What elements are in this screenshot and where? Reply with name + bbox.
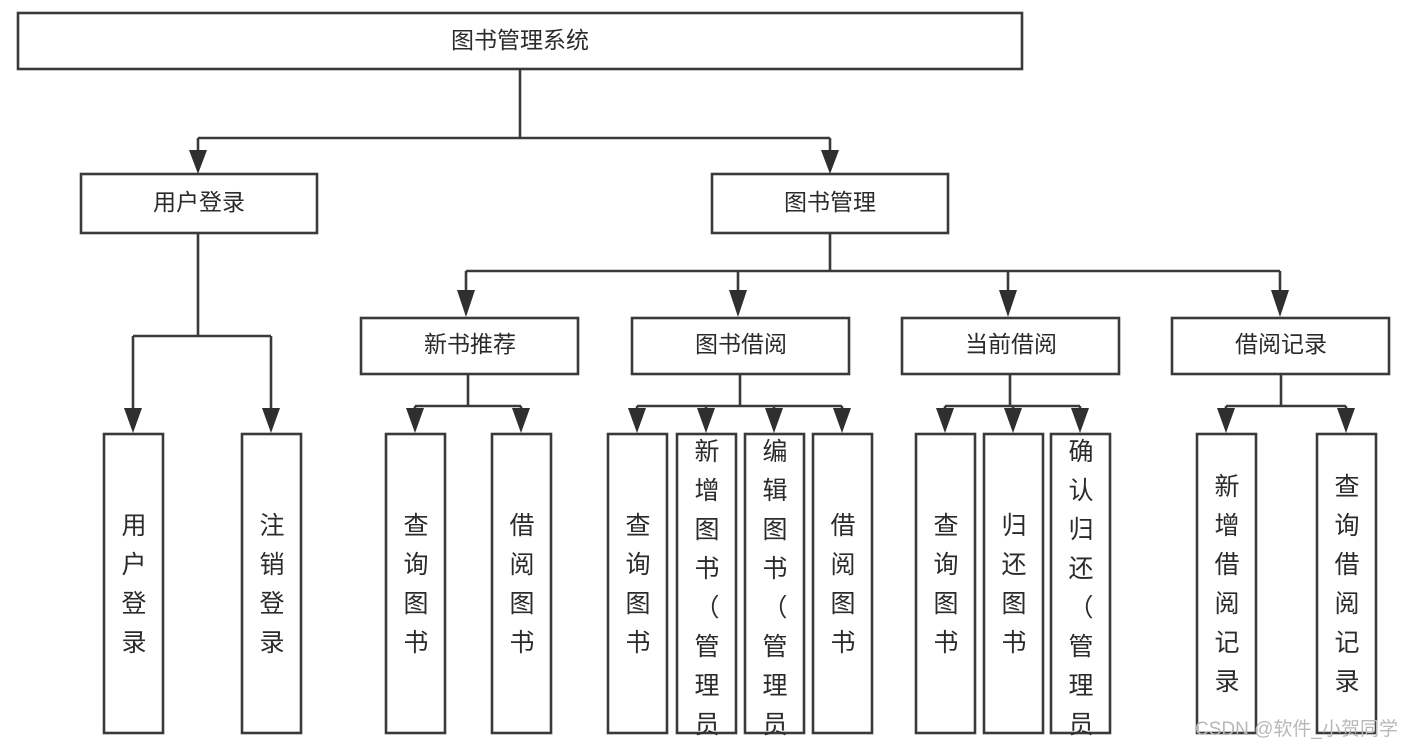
node-leaf-query-book-1-label: 查询图书	[403, 512, 428, 657]
node-leaf-confirm-return[interactable]: 确认归还（管理员）	[1049, 432, 1112, 747]
arrow-head-icon-borrow-record	[1271, 290, 1289, 317]
node-new-book-rec-box[interactable]	[359, 316, 580, 376]
node-leaf-return-book-label: 归还图书	[1001, 512, 1026, 657]
node-new-book-rec[interactable]: 新书推荐	[359, 316, 580, 376]
arrow-head-icon-book-manage	[821, 150, 839, 174]
node-leaf-user-login[interactable]: 用户登录	[102, 432, 165, 735]
node-leaf-query-book-3-box[interactable]	[914, 432, 977, 735]
node-borrow-record-box[interactable]	[1170, 316, 1391, 376]
arrow-head-icon-leaf-add-book	[697, 408, 715, 433]
node-leaf-borrow-book-2[interactable]: 借阅图书	[811, 432, 874, 735]
node-leaf-logout[interactable]: 注销登录	[240, 432, 303, 735]
arrow-head-icon-leaf-borrow-book-1	[512, 408, 530, 433]
node-leaf-edit-book[interactable]: 编辑图书（管理员）	[743, 432, 806, 747]
node-leaf-add-record-label: 新增借阅记录	[1214, 473, 1239, 696]
node-leaf-edit-book-box[interactable]	[743, 432, 806, 735]
node-current-borrow-label: 当前借阅	[965, 331, 1057, 357]
arrow-head-icon-leaf-user-login	[124, 408, 142, 433]
node-leaf-borrow-book-2-box[interactable]	[811, 432, 874, 735]
node-leaf-return-book-box[interactable]	[982, 432, 1045, 735]
node-user-login-box[interactable]	[79, 172, 319, 235]
node-user-login-label: 用户登录	[153, 189, 245, 215]
arrow-head-icon-leaf-query-book-3	[936, 408, 954, 433]
node-leaf-logout-box[interactable]	[240, 432, 303, 735]
node-leaf-query-book-2-label: 查询图书	[625, 512, 650, 657]
arrow-head-icon-leaf-logout	[262, 408, 280, 433]
connector-layer	[124, 68, 1355, 433]
node-leaf-query-book-3-label: 查询图书	[933, 512, 958, 657]
node-leaf-user-login-box[interactable]	[102, 432, 165, 735]
node-leaf-borrow-book-1-label: 借阅图书	[509, 512, 534, 657]
node-leaf-edit-book-label: 编辑图书（管理员）	[762, 438, 787, 747]
arrow-head-icon-leaf-query-book-1	[406, 408, 424, 433]
arrow-head-icon-book-borrow	[729, 290, 747, 317]
node-leaf-add-book[interactable]: 新增图书（管理员）	[675, 432, 738, 747]
node-leaf-add-book-box[interactable]	[675, 432, 738, 735]
node-root-box[interactable]	[16, 11, 1024, 71]
node-leaf-return-book[interactable]: 归还图书	[982, 432, 1045, 735]
node-book-borrow-label: 图书借阅	[695, 331, 787, 357]
node-leaf-confirm-return-label: 确认归还（管理员）	[1068, 438, 1093, 747]
node-current-borrow[interactable]: 当前借阅	[900, 316, 1121, 376]
node-book-manage[interactable]: 图书管理	[710, 172, 950, 235]
node-book-borrow[interactable]: 图书借阅	[630, 316, 851, 376]
node-book-manage-box[interactable]	[710, 172, 950, 235]
node-leaf-query-record-box[interactable]	[1315, 432, 1378, 735]
node-user-login[interactable]: 用户登录	[79, 172, 319, 235]
arrow-head-icon-leaf-return-book	[1004, 408, 1022, 433]
node-leaf-add-record-box[interactable]	[1195, 432, 1258, 735]
node-borrow-record-label: 借阅记录	[1235, 331, 1327, 357]
node-borrow-record[interactable]: 借阅记录	[1170, 316, 1391, 376]
arrow-head-icon-leaf-edit-book	[765, 408, 783, 433]
arrow-head-icon-current-borrow	[999, 290, 1017, 317]
arrow-head-icon-leaf-query-book-2	[628, 408, 646, 433]
arrow-head-icon-user-login	[189, 150, 207, 174]
node-leaf-borrow-book-2-label: 借阅图书	[830, 512, 855, 657]
node-leaf-query-book-2-box[interactable]	[606, 432, 669, 735]
node-leaf-confirm-return-box[interactable]	[1049, 432, 1112, 735]
node-root-label: 图书管理系统	[451, 27, 589, 53]
node-leaf-query-book-3[interactable]: 查询图书	[914, 432, 977, 735]
node-leaf-query-record[interactable]: 查询借阅记录	[1315, 432, 1378, 735]
node-leaf-query-book-2[interactable]: 查询图书	[606, 432, 669, 735]
node-book-manage-label: 图书管理	[784, 189, 876, 215]
node-leaf-query-book-1-box[interactable]	[384, 432, 447, 735]
node-leaf-borrow-book-1-box[interactable]	[490, 432, 553, 735]
watermark-label: CSDN @软件_小贺同学	[1195, 718, 1398, 740]
arrow-head-icon-leaf-query-record	[1337, 408, 1355, 433]
node-leaf-add-record[interactable]: 新增借阅记录	[1195, 432, 1258, 735]
node-root[interactable]: 图书管理系统	[16, 11, 1024, 71]
node-leaf-query-record-label: 查询借阅记录	[1334, 473, 1359, 696]
arrow-head-icon-leaf-add-record	[1217, 408, 1235, 433]
node-leaf-add-book-label: 新增图书（管理员）	[694, 438, 719, 747]
node-book-borrow-box[interactable]	[630, 316, 851, 376]
node-leaf-logout-label: 注销登录	[259, 512, 284, 657]
node-new-book-rec-label: 新书推荐	[424, 331, 516, 357]
arrow-head-icon-new-book-rec	[457, 290, 475, 317]
arrow-head-icon-leaf-confirm-return	[1071, 408, 1089, 433]
node-leaf-user-login-label: 用户登录	[121, 512, 146, 657]
node-leaf-query-book-1[interactable]: 查询图书	[384, 432, 447, 735]
node-leaf-borrow-book-1[interactable]: 借阅图书	[490, 432, 553, 735]
node-current-borrow-box[interactable]	[900, 316, 1121, 376]
arrow-head-icon-leaf-borrow-book-2	[833, 408, 851, 433]
